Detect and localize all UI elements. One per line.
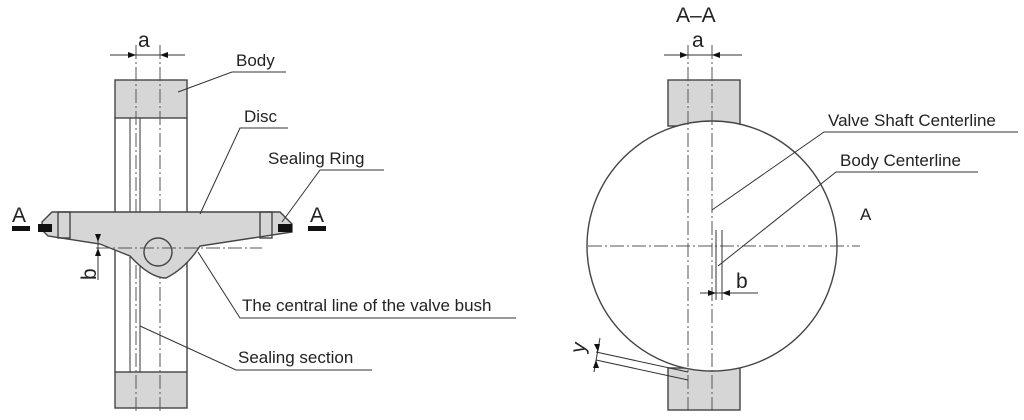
shaft-centerline-label: Valve Shaft Centerline — [828, 111, 996, 130]
dim-y-ext-2 — [595, 359, 689, 381]
right-view: A–A a b A Valve Shaft Centerline Body Ce… — [566, 4, 1018, 412]
right-dim-a-arrow-left — [680, 52, 688, 58]
body-bottom-block — [114, 371, 188, 409]
section-bar-left — [12, 226, 30, 231]
sealing-ring-left — [38, 224, 52, 232]
body-top-block — [114, 79, 188, 119]
side-label-a: A — [860, 205, 872, 224]
right-dim-a-label: a — [692, 29, 704, 52]
dim-y-label: y — [566, 339, 591, 355]
right-dim-b-arrow-right — [722, 290, 730, 296]
central-line-leader — [197, 251, 516, 319]
bolt-right — [259, 211, 273, 239]
disc-leader — [199, 127, 288, 215]
bolt-left — [57, 211, 71, 239]
body-centerline-leader — [717, 171, 978, 267]
disc-label: Disc — [244, 107, 278, 126]
dim-b-arrow-top — [95, 234, 101, 242]
right-dim-b-arrow-left — [708, 290, 716, 296]
dim-y-arrow-top — [594, 344, 600, 352]
sealing-section-leader — [139, 325, 372, 371]
central-line-label: The central line of the valve bush — [242, 296, 491, 315]
body-leader — [177, 71, 286, 93]
sealing-ring-right — [278, 224, 292, 232]
dim-b-arrow-bottom — [95, 248, 101, 256]
sealing-ring-label: Sealing Ring — [268, 149, 364, 168]
section-marker-left: A — [12, 204, 26, 227]
body-label: Body — [236, 51, 275, 70]
dim-a-label: a — [138, 29, 150, 52]
sealing-section-label: Sealing section — [238, 348, 353, 367]
left-view: a A A b Body Disc Sealing Ring The centr… — [12, 29, 516, 412]
section-marker-right: A — [310, 204, 324, 227]
shaft-centerline-leader — [711, 131, 1018, 211]
section-bar-right — [308, 226, 326, 231]
dim-b-label: b — [78, 268, 101, 280]
sealing-ring-leader — [281, 169, 384, 223]
right-dim-b-label: b — [736, 270, 748, 293]
dim-y-ext-1 — [595, 351, 689, 373]
right-body-top — [667, 79, 741, 127]
section-title: A–A — [676, 4, 716, 27]
dim-a-arrow-left — [128, 52, 136, 58]
dim-a-arrow-right — [160, 52, 168, 58]
dim-y-arrow-bottom — [593, 360, 599, 368]
disc — [41, 211, 293, 279]
body-centerline-label: Body Centerline — [840, 151, 961, 170]
valve-bush-hole — [143, 237, 173, 267]
right-body-bottom — [667, 367, 741, 411]
right-dim-a-arrow-right — [712, 52, 720, 58]
